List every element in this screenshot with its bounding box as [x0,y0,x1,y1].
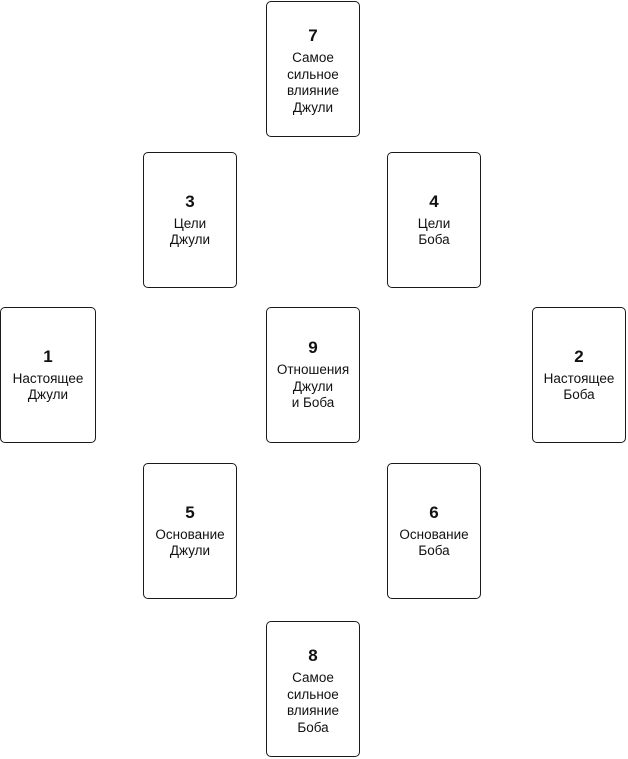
card-number: 6 [429,502,439,522]
card-4: 4 Цели Боба [387,152,481,288]
card-number: 7 [308,26,318,45]
card-label: Настоящее Джули [12,370,84,403]
card-label: Самое сильное влияние Боба [286,670,340,735]
card-label: Цели Боба [417,215,451,248]
card-number: 8 [308,646,318,665]
card-label: Основание Боба [399,526,469,559]
card-2: 2 Настоящее Боба [532,307,626,443]
card-number: 5 [185,502,195,522]
card-label: Цели Джули [169,215,211,248]
card-6: 6 Основание Боба [387,463,481,599]
card-number: 4 [429,191,439,211]
card-number: 9 [308,338,318,358]
card-number: 2 [574,346,584,366]
card-8: 8 Самое сильное влияние Боба [266,621,360,757]
card-9: 9 Отношения Джули и Боба [266,307,360,443]
card-label: Настоящее Боба [543,370,615,403]
card-label: Отношения Джули и Боба [276,362,350,411]
card-label: Самое сильное влияние Джули [286,50,340,115]
card-number: 1 [43,346,53,366]
card-7: 7 Самое сильное влияние Джули [266,1,360,137]
card-5: 5 Основание Джули [143,463,237,599]
card-label: Основание Джули [155,526,225,559]
card-number: 3 [185,191,195,211]
card-3: 3 Цели Джули [143,152,237,288]
card-1: 1 Настоящее Джули [0,307,96,443]
